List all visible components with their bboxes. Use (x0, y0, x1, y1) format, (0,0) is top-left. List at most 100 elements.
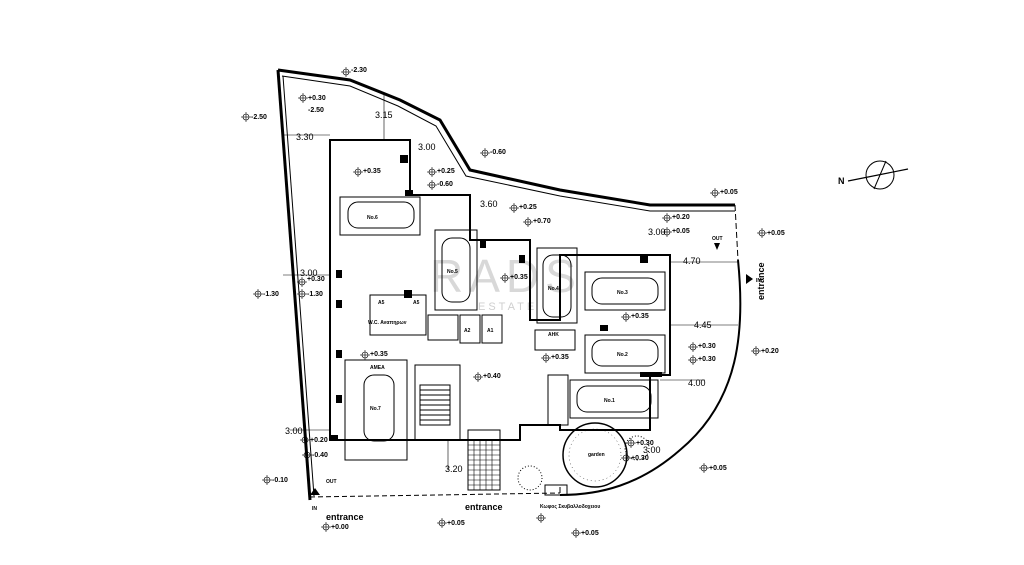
svg-text:+0.05: +0.05 (672, 228, 690, 235)
svg-text:3.00: 3.00 (418, 142, 436, 152)
svg-text:+0.05: +0.05 (447, 520, 465, 527)
svg-text:-0.60: -0.60 (437, 181, 453, 188)
car-icon (542, 254, 572, 318)
entrances: entrance entrance entrance IN OUT OUT IN (310, 236, 766, 522)
svg-text:IN: IN (756, 278, 761, 284)
svg-text:+0.35: +0.35 (551, 354, 569, 361)
site-boundary (276, 68, 742, 501)
svg-text:-2.50: -2.50 (308, 107, 324, 114)
car-icon (576, 385, 652, 413)
svg-text:3.00: 3.00 (300, 268, 318, 278)
dimension-texts: 3.15 3.30 3.00 3.60 3.00 4.70 3.00 4.45 … (285, 110, 712, 474)
svg-text:-1.30: -1.30 (263, 291, 279, 298)
level-texts: -2.30 +0.30 -2.50 -2.50 -0.60 +0.35 +0.2… (251, 67, 785, 537)
svg-text:+0.70: +0.70 (533, 218, 551, 225)
svg-text:+0.25: +0.25 (519, 204, 537, 211)
svg-text:4.00: 4.00 (688, 378, 706, 388)
exit-arrow-icon (714, 243, 720, 250)
dimension-lines (283, 95, 738, 470)
svg-text:+0.25: +0.25 (437, 168, 455, 175)
svg-text:4.70: 4.70 (683, 256, 701, 266)
svg-text:Νο.7: Νο.7 (370, 406, 381, 412)
svg-text:+0.20: +0.20 (672, 214, 690, 221)
car-icon (591, 339, 659, 367)
entrance-ramp (468, 440, 500, 490)
parking-bay-4 (536, 247, 578, 324)
svg-text:Νο.3: Νο.3 (617, 290, 628, 296)
svg-text:OUT: OUT (712, 236, 723, 242)
svg-text:-1.30: -1.30 (307, 291, 323, 298)
svg-text:OUT: OUT (326, 479, 337, 485)
svg-text:-0.60: -0.60 (490, 149, 506, 156)
svg-text:Νο.2: Νο.2 (617, 352, 628, 358)
svg-text:Κωφος Σκυβαλλοδοχειου: Κωφος Σκυβαλλοδοχειου (540, 504, 600, 510)
car-icons (347, 201, 659, 442)
svg-text:3.60: 3.60 (480, 199, 498, 209)
svg-text:+0.40: +0.40 (483, 373, 501, 380)
parking-bay-6 (339, 196, 421, 236)
svg-text:3.00: 3.00 (648, 227, 666, 237)
room-labels: ΑΜΕΑ W.C. Αναπηρων ΑΗΚ Κωφος Σκυβαλλοδοχ… (368, 300, 600, 510)
svg-text:A2: A2 (464, 328, 471, 334)
svg-text:-0.10: -0.10 (272, 477, 288, 484)
svg-text:4.45: 4.45 (694, 320, 712, 330)
building-outline (329, 139, 671, 441)
entrance-label-right: entrance (756, 262, 766, 300)
svg-text:-0.40: -0.40 (312, 452, 328, 459)
svg-text:+0.30: +0.30 (308, 95, 326, 102)
garden: garden (517, 422, 650, 496)
svg-text:3.30: 3.30 (296, 132, 314, 142)
svg-text:+0.35: +0.35 (510, 274, 528, 281)
svg-text:+0.35: +0.35 (370, 351, 388, 358)
parking-bay-2 (584, 334, 666, 374)
svg-text:+0.20: +0.20 (761, 348, 779, 355)
svg-text:+0.20: +0.20 (310, 437, 328, 444)
north-arrow-icon: N (838, 160, 909, 190)
parking-bay-3 (584, 271, 666, 311)
svg-text:+0.30: +0.30 (698, 356, 716, 363)
parking-bay-7 (344, 359, 408, 461)
svg-text:3.00: 3.00 (285, 426, 303, 436)
svg-text:A5: A5 (413, 300, 420, 306)
svg-text:+0.30: +0.30 (307, 276, 325, 283)
svg-text:+0.05: +0.05 (709, 465, 727, 472)
svg-text:ΑΗΚ: ΑΗΚ (548, 332, 559, 338)
parking-bays (339, 196, 666, 461)
svg-text:+0.05: +0.05 (720, 189, 738, 196)
svg-text:Νο.1: Νο.1 (604, 398, 615, 404)
parking-bay-1 (569, 379, 659, 419)
svg-text:+0.30: +0.30 (636, 440, 654, 447)
car-icon (441, 237, 471, 303)
north-label: N (838, 176, 845, 186)
svg-text:3.15: 3.15 (375, 110, 393, 120)
svg-text:+0.05: +0.05 (581, 530, 599, 537)
svg-text:+0.30: +0.30 (698, 343, 716, 350)
stairs (419, 384, 451, 426)
svg-text:+0.05: +0.05 (767, 230, 785, 237)
svg-text:IN: IN (312, 506, 317, 512)
entrance-label-left: entrance (326, 512, 364, 522)
svg-text:ΑΜΕΑ: ΑΜΕΑ (370, 365, 385, 371)
svg-text:+0.30: +0.30 (631, 455, 649, 462)
car-icon (347, 201, 415, 229)
svg-text:-2.50: -2.50 (251, 114, 267, 121)
structural-columns (330, 155, 662, 441)
watermark-sub: ESTATE (478, 301, 537, 313)
svg-text:3.20: 3.20 (445, 464, 463, 474)
garden-label: garden (588, 452, 605, 458)
car-icon (591, 277, 659, 305)
entrance-label-bottom: entrance (465, 502, 503, 512)
level-markers (241, 67, 767, 538)
parking-bay-5 (434, 229, 478, 311)
svg-text:-2.30: -2.30 (351, 67, 367, 74)
entrance-arrow-icon (746, 274, 753, 284)
svg-text:+0.00: +0.00 (331, 524, 349, 531)
svg-text:Νο.5: Νο.5 (447, 269, 458, 275)
svg-text:Νο.6: Νο.6 (367, 215, 378, 221)
svg-text:+0.35: +0.35 (631, 313, 649, 320)
svg-text:W.C. Αναπηρων: W.C. Αναπηρων (368, 320, 407, 326)
svg-text:Νο.4: Νο.4 (548, 286, 559, 292)
svg-text:+0.35: +0.35 (363, 168, 381, 175)
svg-text:A5: A5 (378, 300, 385, 306)
